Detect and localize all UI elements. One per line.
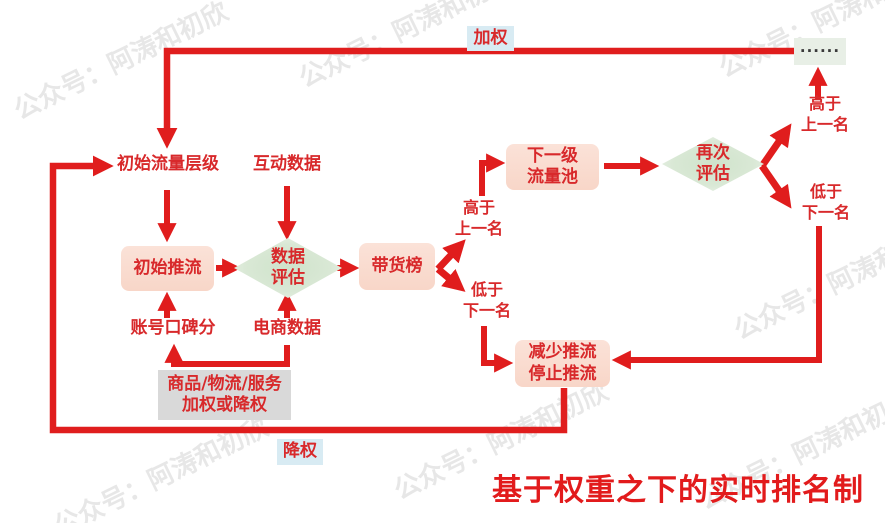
- label-higher-than-prev-right: 高于 上一名: [800, 94, 849, 134]
- label-lower-than-next-left: 低于 下一名: [462, 280, 511, 320]
- arrow-ecom-score: [164, 343, 290, 367]
- arrow-reeval-lower: [759, 164, 792, 209]
- node-ecommerce-data: 电商数据: [253, 318, 321, 338]
- arrow-ranking-lower: [435, 266, 466, 292]
- arrow-reduce-weight-loop: [49, 155, 568, 434]
- node-initial-push: 初始推流: [121, 246, 214, 291]
- arrow-right-reduce: [611, 226, 822, 370]
- node-higher-pools-ellipsis: ······: [794, 38, 846, 65]
- node-interaction-data: 互动数据: [253, 154, 321, 174]
- arrow-reeval-higher: [759, 123, 792, 168]
- node-weight-adjustment: 商品/物流/服务 加权或降权: [158, 370, 291, 420]
- node-initial-traffic-level: 初始流量层级: [117, 154, 219, 174]
- caption-title: 基于权重之下的实时排名制: [492, 473, 864, 508]
- label-add-weight: 加权: [467, 26, 514, 51]
- node-sales-ranking: 带货榜: [359, 243, 435, 290]
- label-reduce-weight: 降权: [277, 439, 323, 465]
- arrow-higher-nextpool: [479, 153, 506, 196]
- arrow-lower-reduce: [481, 326, 514, 373]
- label-lower-than-next-right: 低于 下一名: [801, 182, 850, 222]
- arrow-add-weight-loop: [156, 47, 795, 149]
- label-higher-than-prev-left: 高于 上一名: [454, 198, 503, 238]
- node-account-reputation-score: 账号口碑分: [130, 318, 216, 338]
- node-next-traffic-pool: 下一级 流量池: [506, 144, 599, 190]
- node-reduce-stop-push: 减少推流 停止推流: [515, 340, 610, 387]
